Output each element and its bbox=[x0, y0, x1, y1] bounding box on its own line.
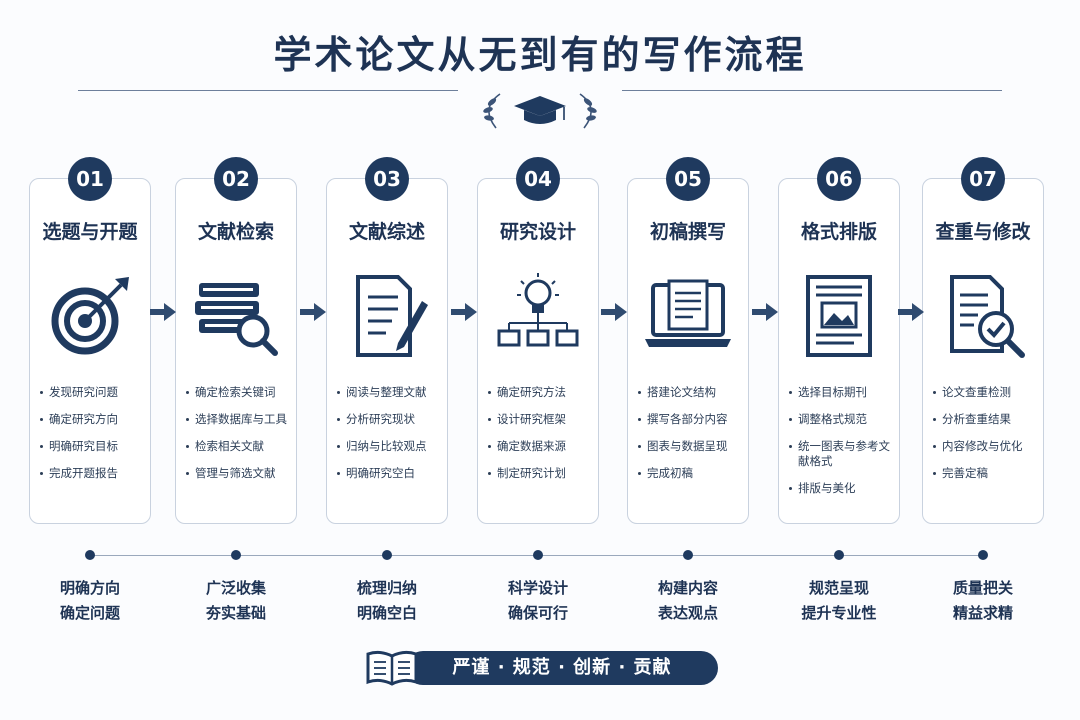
phrase-line: 表达观点 bbox=[657, 604, 718, 622]
list-item: 确定研究方法 bbox=[488, 385, 594, 400]
list-item: 完成初稿 bbox=[638, 466, 744, 481]
list-item: 调整格式规范 bbox=[789, 412, 895, 427]
step-phrase-02: 广泛收集 夯实基础 bbox=[171, 576, 301, 626]
phrase-line: 明确空白 bbox=[356, 604, 417, 622]
list-item: 内容修改与优化 bbox=[933, 439, 1039, 454]
phrase-line: 夯实基础 bbox=[205, 604, 266, 622]
phrase-line: 提升专业性 bbox=[801, 604, 877, 622]
list-item: 搭建论文结构 bbox=[638, 385, 744, 400]
timeline-dot bbox=[978, 550, 988, 560]
list-item: 制定研究计划 bbox=[488, 466, 594, 481]
step-card-06: 06 格式排版 选择目标期刊 调整格式规范 统一图表与参考文献格式 排版与美化 bbox=[778, 157, 900, 524]
step-number: 07 bbox=[961, 157, 1005, 201]
list-item: 选择目标期刊 bbox=[789, 385, 895, 400]
list-item: 统一图表与参考文献格式 bbox=[789, 439, 895, 469]
page-title: 学术论文从无到有的写作流程 bbox=[273, 32, 807, 77]
flow-arrow-icon bbox=[300, 303, 326, 321]
timeline-dot bbox=[533, 550, 543, 560]
books-magnifier-icon bbox=[195, 283, 278, 356]
timeline-dot bbox=[382, 550, 392, 560]
timeline-dot bbox=[834, 550, 844, 560]
step-title: 查重与修改 bbox=[935, 221, 1031, 243]
timeline-dot bbox=[683, 550, 693, 560]
step-card-04: 04 研究设计 确定研究方法 设计研究框架 确定数据来源 制定研究计划 bbox=[477, 157, 599, 524]
list-item: 确定检索关键词 bbox=[186, 385, 292, 400]
step-title: 文献综述 bbox=[348, 221, 425, 243]
list-item: 阅读与整理文献 bbox=[337, 385, 443, 400]
laptop-document-icon bbox=[645, 279, 731, 347]
phrase-line: 科学设计 bbox=[507, 579, 568, 597]
flow-arrow-icon bbox=[601, 303, 627, 321]
flow-arrow-icon bbox=[150, 303, 176, 321]
step-phrase-01: 明确方向 确定问题 bbox=[25, 576, 155, 626]
phrase-line: 质量把关 bbox=[952, 579, 1013, 597]
graduation-cap-laurel-icon bbox=[483, 93, 597, 129]
open-book-icon bbox=[366, 650, 418, 686]
document-pen-icon bbox=[356, 275, 428, 357]
list-item: 选择数据库与工具 bbox=[186, 412, 292, 427]
step-number: 02 bbox=[214, 157, 258, 201]
step-phrase-03: 梳理归纳 明确空白 bbox=[322, 576, 452, 626]
banner-pill bbox=[406, 651, 718, 685]
phrase-line: 梳理归纳 bbox=[356, 579, 417, 597]
list-item: 分析查重结果 bbox=[933, 412, 1039, 427]
step-phrase-06: 规范呈现 提升专业性 bbox=[774, 576, 904, 626]
phrase-line: 确保可行 bbox=[507, 604, 568, 622]
title-rule-right bbox=[622, 90, 1002, 91]
document-check-magnifier-icon bbox=[950, 275, 1025, 358]
step-card-03: 03 文献综述 阅读与整理文献 分析研究现状 归纳与比较观点 明确研究空白 bbox=[326, 157, 448, 524]
step-number: 04 bbox=[516, 157, 560, 201]
list-item: 确定数据来源 bbox=[488, 439, 594, 454]
step-phrase-05: 构建内容 表达观点 bbox=[623, 576, 753, 626]
list-item: 分析研究现状 bbox=[337, 412, 443, 427]
step-title: 选题与开题 bbox=[42, 221, 138, 243]
step-phrase-07: 质量把关 精益求精 bbox=[918, 576, 1048, 626]
step-number: 05 bbox=[666, 157, 710, 201]
flow-arrow-icon bbox=[451, 303, 477, 321]
list-item: 设计研究框架 bbox=[488, 412, 594, 427]
step-title: 研究设计 bbox=[499, 221, 576, 243]
step-title: 文献检索 bbox=[197, 221, 274, 243]
lightbulb-hierarchy-icon bbox=[497, 273, 579, 347]
step-card-02: 02 文献检索 确定检索关键词 选择数据库与工具 检索相关文献 管理与筛选文献 bbox=[175, 157, 297, 524]
phrase-line: 构建内容 bbox=[657, 579, 718, 597]
phrase-line: 规范呈现 bbox=[808, 579, 869, 597]
phrase-line: 广泛收集 bbox=[205, 579, 266, 597]
flow-arrow-icon bbox=[752, 303, 778, 321]
list-item: 图表与数据呈现 bbox=[638, 439, 744, 454]
banner-text: 严谨 · 规范 · 创新 · 贡献 bbox=[452, 657, 672, 678]
flow-arrow-icon bbox=[898, 303, 924, 321]
phrase-line: 确定问题 bbox=[59, 604, 120, 622]
list-item: 归纳与比较观点 bbox=[337, 439, 443, 454]
step-title: 格式排版 bbox=[800, 221, 877, 243]
list-item: 确定研究方向 bbox=[40, 412, 146, 427]
step-number: 03 bbox=[365, 157, 409, 201]
document-image-icon bbox=[806, 275, 872, 357]
list-item: 完成开题报告 bbox=[40, 466, 146, 481]
step-card-01: 01 选题与开题 发现研究问题 确定研究方向 明确研究目标 完成开题报告 bbox=[29, 157, 151, 524]
motto-banner: 严谨 · 规范 · 创新 · 贡献 bbox=[364, 648, 718, 688]
list-item: 发现研究问题 bbox=[40, 385, 146, 400]
step-number: 01 bbox=[68, 157, 112, 201]
timeline-dot bbox=[85, 550, 95, 560]
list-item: 检索相关文献 bbox=[186, 439, 292, 454]
title-rule-left bbox=[78, 90, 458, 91]
list-item: 管理与筛选文献 bbox=[186, 466, 292, 481]
phrase-line: 精益求精 bbox=[952, 604, 1013, 622]
list-item: 排版与美化 bbox=[789, 481, 895, 496]
step-card-07: 07 查重与修改 论文查重检测 分析查重结果 内容修改与优化 完善定稿 bbox=[922, 157, 1044, 524]
list-item: 论文查重检测 bbox=[933, 385, 1039, 400]
step-number: 06 bbox=[817, 157, 861, 201]
step-phrase-04: 科学设计 确保可行 bbox=[473, 576, 603, 626]
target-arrow-icon bbox=[51, 277, 129, 355]
phrase-line: 明确方向 bbox=[59, 579, 120, 597]
step-card-05: 05 初稿撰写 搭建论文结构 撰写各部分内容 图表与数据呈现 完成初稿 bbox=[627, 157, 749, 524]
list-item: 完善定稿 bbox=[933, 466, 1039, 481]
list-item: 撰写各部分内容 bbox=[638, 412, 744, 427]
step-title: 初稿撰写 bbox=[649, 221, 726, 243]
list-item: 明确研究目标 bbox=[40, 439, 146, 454]
list-item: 明确研究空白 bbox=[337, 466, 443, 481]
timeline-dot bbox=[231, 550, 241, 560]
